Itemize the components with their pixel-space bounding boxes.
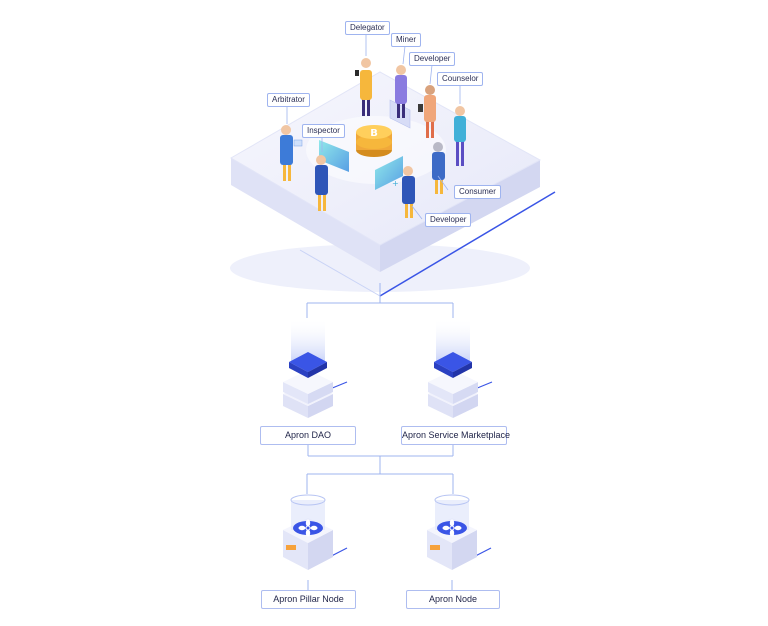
node-icon: [427, 494, 492, 570]
pillar-node-icon: [283, 494, 348, 570]
role-tag-inspector: Inspector: [302, 124, 345, 138]
connector-lines: [306, 283, 454, 590]
role-tag-miner: Miner: [391, 33, 422, 47]
marketplace-stack-icon: [428, 318, 493, 418]
node-flower-icon: [442, 519, 462, 537]
coin-stack-icon: B: [356, 125, 392, 157]
apron-pillar-node-box: Apron Pillar Node: [261, 590, 356, 609]
svg-text:+: +: [392, 179, 399, 188]
apron-service-marketplace-box: Apron Service Marketplace: [401, 426, 510, 445]
role-tag-delegator: Delegator: [345, 21, 390, 35]
role-tag-developer-top: Developer: [409, 52, 456, 66]
pillar-node-flower-icon: [298, 519, 318, 537]
people-illustration: B: [280, 58, 466, 218]
role-leader-lines: [286, 34, 461, 220]
dao-stack-icon: [283, 318, 348, 418]
role-tag-arbitrator: Arbitrator: [267, 93, 310, 107]
role-tag-developer-bottom: Developer: [425, 213, 472, 227]
apron-node-box: Apron Node: [406, 590, 500, 609]
svg-text:B: B: [370, 128, 378, 139]
apron-dao-box: Apron DAO: [260, 426, 356, 445]
role-tag-counselor: Counselor: [437, 72, 484, 86]
role-tag-consumer: Consumer: [454, 185, 501, 199]
